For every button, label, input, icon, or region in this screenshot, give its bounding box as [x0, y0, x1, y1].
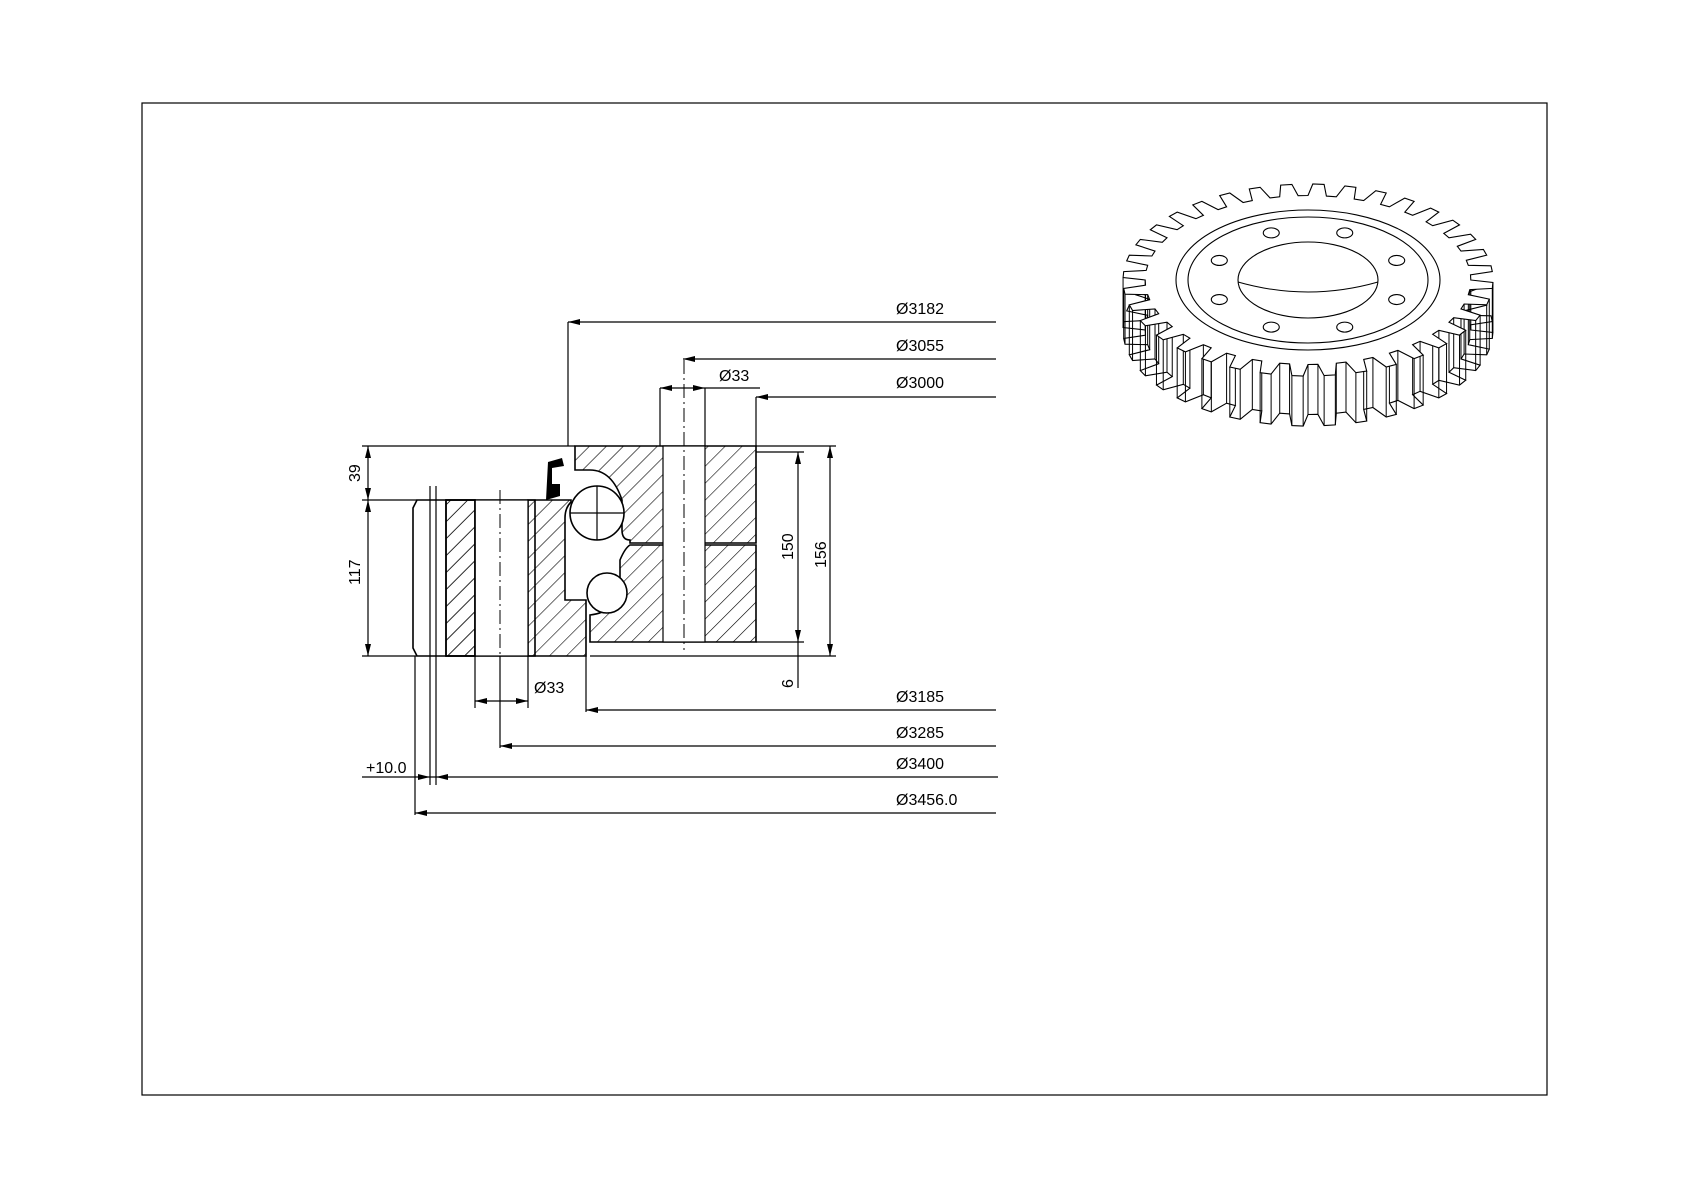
dim-6-label: 6	[780, 679, 797, 688]
bolt-hole	[1262, 321, 1280, 333]
bolt-hole	[1210, 293, 1228, 306]
arrow	[795, 452, 801, 464]
drawing-frame	[141, 102, 1548, 1096]
bolt-hole	[1388, 254, 1406, 267]
arrow	[365, 488, 371, 500]
dim-117-label: 117	[347, 559, 364, 585]
dim-39-label: 39	[347, 464, 364, 482]
arrow	[365, 500, 371, 512]
dim-33-bottom-label: Ø33	[534, 680, 564, 697]
arrow	[436, 774, 448, 780]
arrow	[827, 644, 833, 656]
dim-3400-label: Ø3400	[896, 756, 944, 773]
arrow	[475, 698, 487, 704]
arrow	[418, 774, 430, 780]
arrow	[756, 394, 768, 400]
bolt-hole	[1262, 227, 1280, 239]
dim-3285-label: Ø3285	[896, 725, 944, 742]
offset-label: +10.0	[366, 760, 407, 777]
dim-3182-label: Ø3182	[896, 301, 944, 318]
bolt-hole	[1388, 293, 1406, 306]
dim-33-top-label: Ø33	[719, 368, 749, 385]
arrow	[827, 446, 833, 458]
arrow	[365, 446, 371, 458]
outer-bolt-hole	[474, 499, 529, 657]
arrow	[660, 385, 672, 391]
arrow	[683, 356, 695, 362]
dim-3000-label: Ø3000	[896, 375, 944, 392]
arrow	[586, 707, 598, 713]
slewing-ring-3d-view	[1122, 183, 1494, 427]
arrow	[500, 743, 512, 749]
dim-3055-label: Ø3055	[896, 338, 944, 355]
arrow	[568, 319, 580, 325]
top-dimensions: Ø3182 Ø3055 Ø33 Ø3000	[567, 301, 996, 446]
dim-150-label: 150	[780, 533, 797, 560]
bottom-dimensions: Ø33 Ø3185 Ø3285 +10.0 Ø3400 Ø3456.0	[362, 656, 998, 816]
inner-bore	[1237, 241, 1379, 319]
bolt-hole	[1210, 254, 1228, 267]
bolt-hole	[1336, 321, 1354, 333]
dim-3456-label: Ø3456.0	[896, 792, 957, 809]
inner-bore-depth	[1237, 281, 1379, 293]
dim-156-label: 156	[813, 541, 830, 568]
seal	[546, 458, 564, 500]
arrow	[415, 810, 427, 816]
arrow	[693, 385, 705, 391]
arrow	[516, 698, 528, 704]
dim-3185-label: Ø3185	[896, 689, 944, 706]
outer-ring-hatch-a2	[445, 499, 476, 657]
lower-ball	[586, 572, 628, 614]
outer-ring-hatch-b	[527, 499, 587, 657]
bearing-cross-section	[412, 360, 757, 785]
bolt-hole	[1336, 227, 1354, 239]
height-dimensions: 39 117 150 156 6	[347, 445, 836, 688]
arrow	[795, 630, 801, 642]
arrow	[365, 644, 371, 656]
